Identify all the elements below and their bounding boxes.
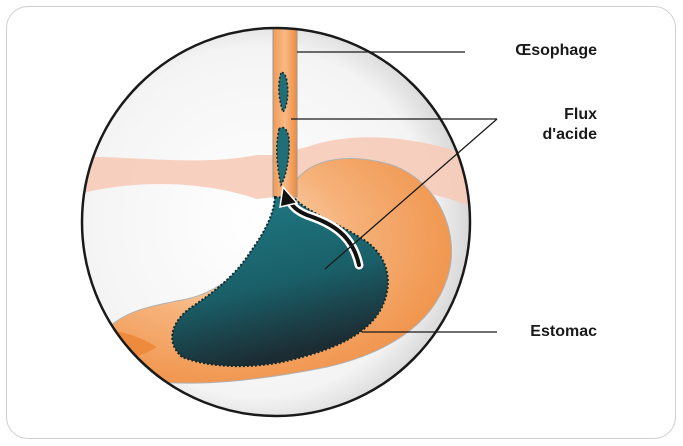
diagram-frame: Œsophage Flux d'acide Estomac xyxy=(6,6,676,439)
label-stomach: Estomac xyxy=(497,322,597,342)
label-acid-flux: Flux d'acide xyxy=(507,105,597,145)
label-oesophagus: Œsophage xyxy=(447,41,597,61)
reflux-diagram xyxy=(7,7,676,439)
